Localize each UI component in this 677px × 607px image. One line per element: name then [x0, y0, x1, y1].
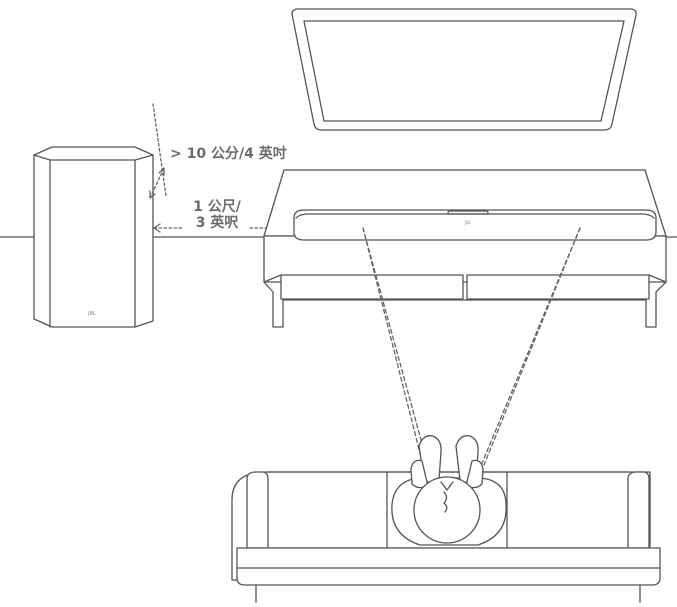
tv-stand	[263, 169, 667, 328]
soundbar: JBL	[293, 209, 657, 241]
soundbar-logo: JBL	[464, 220, 472, 225]
wall-distance-arrow	[149, 167, 165, 199]
subwoofer: JBL	[33, 146, 154, 328]
label-sub-soundbar-distance: 1 公尺/ 3 英呎	[183, 199, 251, 231]
label-distance-metric: 1 公尺/	[193, 199, 241, 215]
listening-path-lines	[362, 227, 581, 481]
wall-distance-guide	[152, 103, 167, 197]
television	[291, 8, 637, 131]
label-wall-distance: > 10 公分/4 英吋	[170, 146, 287, 162]
subwoofer-logo: JBL	[87, 311, 96, 317]
label-distance-imperial: 3 英呎	[195, 215, 239, 231]
listener	[391, 435, 507, 546]
